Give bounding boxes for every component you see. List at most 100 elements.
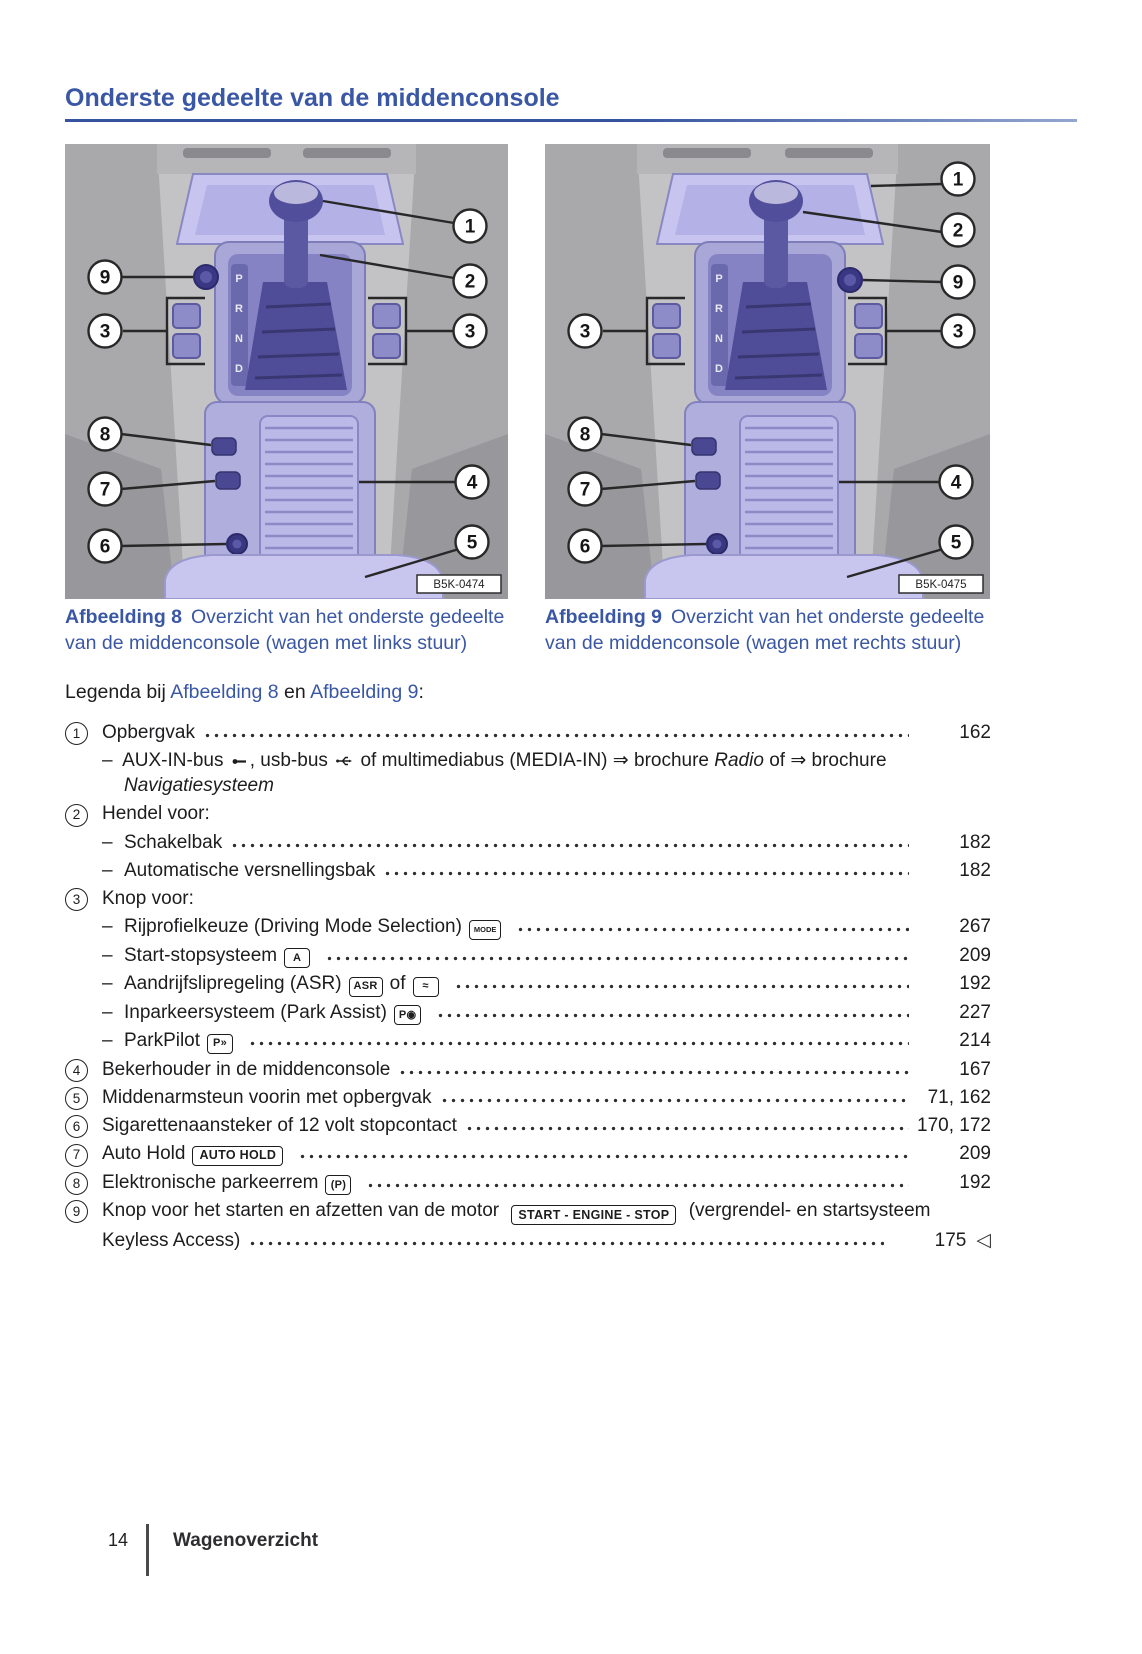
subitem-text: ParkPilot [124, 1030, 201, 1051]
dotted-leader [230, 842, 909, 848]
callout-6: 6 [567, 528, 707, 564]
svg-text:8: 8 [580, 425, 591, 446]
page-ref: 170, 172 [917, 1115, 991, 1136]
dotted-leader [248, 1241, 885, 1247]
legend-item-6: 6 Sigarettenaansteker of 12 volt stopcon… [65, 1113, 991, 1139]
gear-letter: N [715, 333, 723, 345]
start-engine-stop-badge: START - ENGINE - STOP [511, 1205, 677, 1226]
parking-brake-switch [691, 437, 717, 456]
callout-2: 2 [802, 210, 976, 248]
title-underline [65, 119, 1077, 122]
legend-subitem: – ParkPilot P» 214 [65, 1028, 991, 1054]
subitem-text: Automatische versnellingsbak [124, 859, 376, 881]
dash-bullet: – [102, 831, 113, 853]
callout-9: 9 [87, 259, 193, 295]
console-buttons-left [172, 303, 201, 359]
svg-text:6: 6 [100, 537, 111, 558]
dotted-leader [248, 1041, 909, 1046]
page-ref: 192 [959, 973, 991, 994]
callout-1: 1 [322, 199, 488, 244]
legend-intro: Legenda bij Afbeelding 8 en Afbeelding 9… [65, 681, 424, 704]
parking-brake-switch [211, 437, 237, 456]
subitem-text: Schakelbak [124, 831, 223, 853]
gear-shifter [245, 180, 347, 390]
svg-text:2: 2 [465, 272, 476, 293]
svg-text:3: 3 [465, 322, 476, 343]
footer-page-number: 14 [108, 1530, 129, 1550]
subitem-text: , usb-bus [249, 750, 334, 772]
gear-letter: R [235, 303, 243, 315]
item-number: 5 [65, 1087, 88, 1110]
bracket-left [603, 296, 685, 366]
console-buttons-right [854, 303, 883, 359]
park-assist-icon: P◉ [393, 1005, 422, 1025]
item-text: Knop voor het starten en afzetten van de… [102, 1200, 500, 1221]
page-ref: 182 [959, 831, 991, 853]
svg-text:3: 3 [100, 322, 111, 343]
arrow-ref-icon: ⇒ [612, 750, 629, 772]
dash-bullet: – [102, 859, 113, 881]
gear-letter: N [235, 333, 243, 345]
gear-letter: R [715, 303, 723, 315]
legend-item-5: 5 Middenarmsteun voorin met opbergvak 71… [65, 1085, 991, 1110]
svg-text:7: 7 [100, 480, 111, 501]
gear-letter: D [235, 363, 243, 375]
bracket-right [368, 296, 453, 366]
page-ref: 209 [959, 1143, 991, 1165]
page-footer: 14 Wagenoverzicht [108, 1524, 318, 1576]
subitem-text: of multimediabus (MEDIA-IN) [355, 750, 613, 772]
cupholder-cover [259, 415, 359, 569]
svg-text:B5K-0474: B5K-0474 [433, 579, 485, 591]
item-text: Knop voor: [102, 887, 194, 909]
item-number: 9 [65, 1200, 88, 1224]
gear-letter: P [235, 273, 242, 285]
legend-subitem: – Inparkeersysteem (Park Assist) P◉ 227 [65, 1000, 991, 1025]
svg-text:8: 8 [100, 425, 111, 446]
item-text: Elektronische parkeerrem [102, 1171, 319, 1193]
caption-text: Overzicht van het onderste gedeelte van … [65, 606, 505, 655]
svg-text:9: 9 [100, 268, 111, 289]
dash-bullet: – [102, 750, 113, 772]
start-stop-icon: A [284, 948, 311, 968]
legend-item-9: 9 Knop voor het starten en afzetten van … [65, 1198, 991, 1253]
dotted-leader [436, 1012, 909, 1018]
item-text: Auto Hold [102, 1143, 186, 1165]
gear-letter: D [715, 363, 723, 375]
callout-9: 9 [862, 264, 976, 300]
figure-8-illustration: P R N D [65, 144, 508, 599]
booklet-name: Radio [714, 750, 764, 772]
subitem-text: brochure [806, 750, 887, 772]
dash-bullet: – [102, 915, 113, 937]
dotted-leader [298, 1154, 909, 1160]
gear-letter: P [715, 273, 722, 285]
auto-hold-switch [695, 471, 721, 490]
dotted-leader [383, 870, 909, 876]
callout-4: 4 [839, 464, 974, 500]
headphone-plug-icon [232, 759, 246, 765]
console-buttons-right [372, 303, 401, 359]
item-text: Sigarettenaansteker of 12 volt stopconta… [102, 1115, 457, 1136]
svg-text:1: 1 [465, 217, 476, 238]
figure-8-reference-link[interactable]: Afbeelding 8 [170, 681, 279, 703]
page-ref: 182 [959, 859, 991, 881]
legend-subitem: – Schakelbak 182 [65, 830, 991, 855]
svg-text:B5K-0475: B5K-0475 [915, 579, 966, 591]
svg-text:7: 7 [580, 480, 591, 501]
asr-off-icon: ASR [348, 976, 383, 997]
dotted-leader [464, 1126, 909, 1131]
legend-subitem: – Rijprofielkeuze (Driving Mode Selectio… [65, 914, 991, 940]
dotted-leader [516, 926, 909, 932]
caption-text: Overzicht van het onderste gedeelte van … [545, 606, 985, 655]
armrest [644, 554, 924, 599]
dotted-leader [398, 1069, 909, 1075]
page-ref: 162 [959, 722, 991, 743]
svg-text:3: 3 [953, 322, 964, 343]
figure-9-reference-link[interactable]: Afbeelding 9 [310, 681, 419, 703]
item-number: 7 [65, 1143, 88, 1167]
bracket-left [123, 296, 205, 366]
item-number: 4 [65, 1058, 88, 1082]
usb-connector-icon [336, 757, 353, 766]
dash-bullet: – [102, 973, 113, 994]
